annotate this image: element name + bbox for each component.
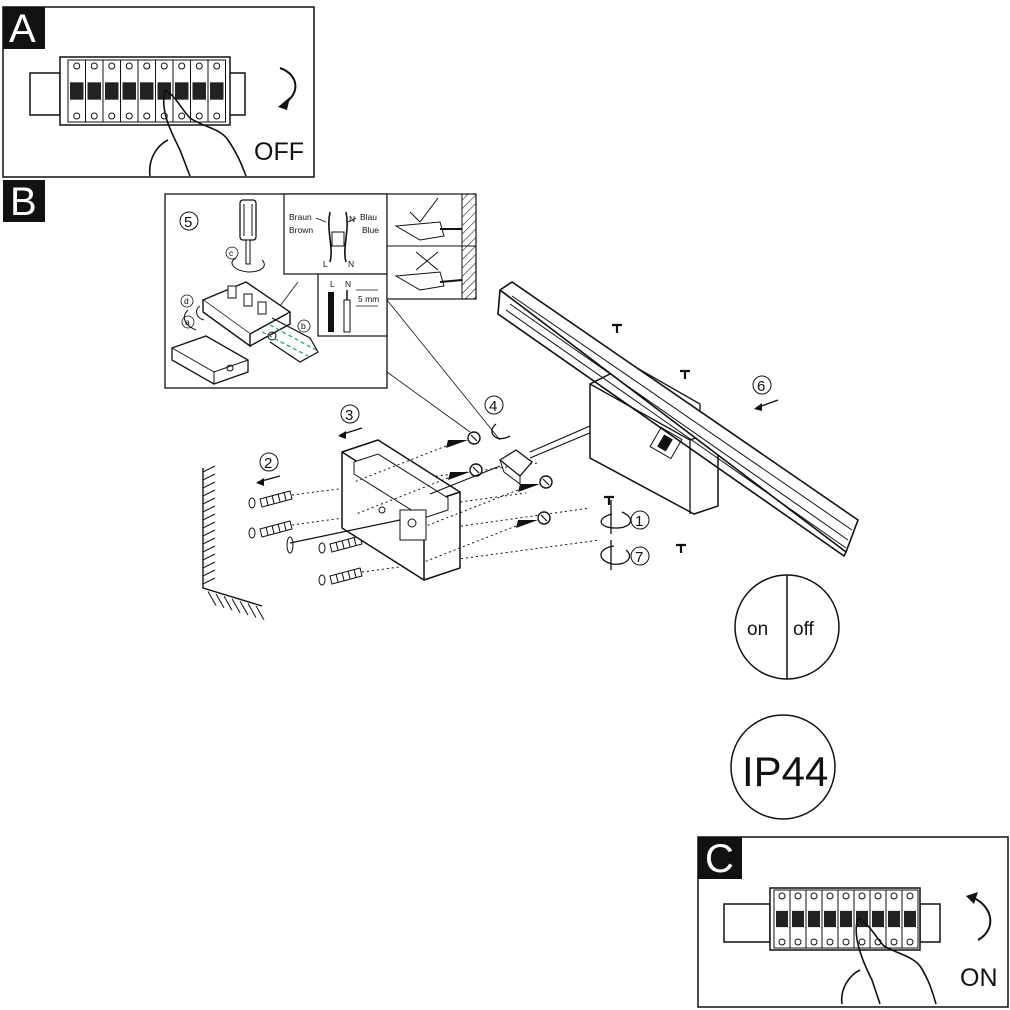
wiring-inset: 5 c d a b	[164, 193, 501, 441]
panel-c-letter: C	[705, 837, 734, 881]
panel-a-letter-box	[3, 7, 45, 49]
screw-icon	[423, 511, 551, 563]
wire-strip-detail: L N 5 mm	[317, 273, 388, 337]
live-top-label: L	[323, 259, 328, 269]
ip-rating-badge: IP44	[730, 714, 836, 820]
rotate-up-arrow-icon	[973, 897, 992, 941]
breaker-module	[172, 59, 191, 123]
switch-on-label: on	[747, 619, 768, 640]
panel-c-caption: ON	[960, 964, 998, 992]
step-1-label: 1	[635, 513, 643, 530]
breaker-module	[901, 889, 919, 949]
breaker-module	[789, 889, 807, 949]
mirror-lamp-icon	[497, 281, 859, 558]
screw-icon	[355, 463, 483, 515]
breaker-module	[85, 59, 104, 123]
hand-icon	[840, 917, 937, 1005]
lamp-screws	[604, 323, 690, 553]
wall-plugs	[248, 462, 601, 586]
step-3-label: 3	[345, 407, 353, 424]
breaker-module	[773, 889, 791, 949]
rotate-arrow-icon	[491, 423, 511, 440]
panel-b-letter: B	[10, 180, 37, 224]
breaker-module	[837, 889, 855, 949]
panel-a: A OFF	[2, 6, 315, 178]
step-2-label: 2	[264, 455, 272, 472]
terminal-block-icon	[201, 281, 319, 363]
cross-mark-icon	[415, 251, 439, 271]
cable-connector-icon	[429, 425, 593, 495]
mounting-bracket-icon	[171, 335, 249, 385]
panel-a-letter: A	[9, 7, 36, 51]
strip-length-label: 5 mm	[358, 294, 379, 304]
breaker-module	[137, 59, 156, 123]
strip-live-label: L	[330, 279, 335, 289]
neutral-top-label: N	[349, 214, 355, 224]
breaker-panel-c	[723, 887, 941, 951]
strip-neutral-label: N	[345, 279, 351, 289]
wire-color-detail: Braun Brown Blau Blue N L N	[283, 193, 388, 275]
panel-c: C ON	[697, 836, 1009, 1008]
brown-en-label: Brown	[289, 225, 313, 235]
panel-b-letter-box	[3, 180, 45, 222]
panel-b: B	[3, 180, 45, 224]
wall-plug-icon	[248, 492, 527, 539]
wall-plug-icon	[248, 462, 539, 509]
wall-plug-icon	[318, 507, 591, 554]
breaker-module	[207, 59, 226, 123]
blue-en-label: Blue	[362, 225, 379, 235]
step-5-label: 5	[184, 214, 192, 231]
screw-icon	[425, 475, 553, 527]
breaker-module	[853, 889, 871, 949]
breaker-module	[821, 889, 839, 949]
fixing-screws	[353, 431, 553, 563]
loosen-arrow-icon	[600, 545, 631, 565]
substep-b-label: b	[301, 321, 306, 331]
brown-de-label: Braun	[289, 212, 312, 222]
breaker-module	[67, 59, 86, 123]
step-4-label: 4	[489, 398, 497, 415]
breaker-module	[190, 59, 209, 123]
cable-install-detail	[386, 193, 477, 300]
breaker-panel-a	[29, 56, 246, 126]
panel-c-letter-box	[698, 837, 742, 879]
breaker-module	[102, 59, 121, 123]
screw-icon	[353, 431, 481, 483]
neutral-bottom-label: N	[348, 259, 354, 269]
breaker-module	[885, 889, 903, 949]
substep-a-label: a	[185, 317, 190, 327]
screwdriver-icon	[231, 199, 265, 273]
mounting-box-icon	[286, 439, 461, 581]
step-7-label: 7	[635, 549, 643, 566]
switch-off-label: off	[793, 619, 815, 640]
check-mark-icon	[409, 197, 439, 223]
substep-d-label: d	[184, 296, 189, 306]
switch-badge: on off	[734, 574, 840, 680]
breaker-module	[120, 59, 139, 123]
tighten-arrow-icon	[600, 511, 632, 529]
substep-c-label: c	[229, 248, 234, 258]
panel-a-caption: OFF	[254, 138, 304, 166]
hand-icon	[148, 89, 247, 177]
step-6-label: 6	[757, 378, 765, 395]
breaker-module	[805, 889, 823, 949]
blue-de-label: Blau	[360, 212, 377, 222]
ip-rating-label: IP44	[742, 748, 828, 795]
wall-section	[202, 465, 265, 621]
